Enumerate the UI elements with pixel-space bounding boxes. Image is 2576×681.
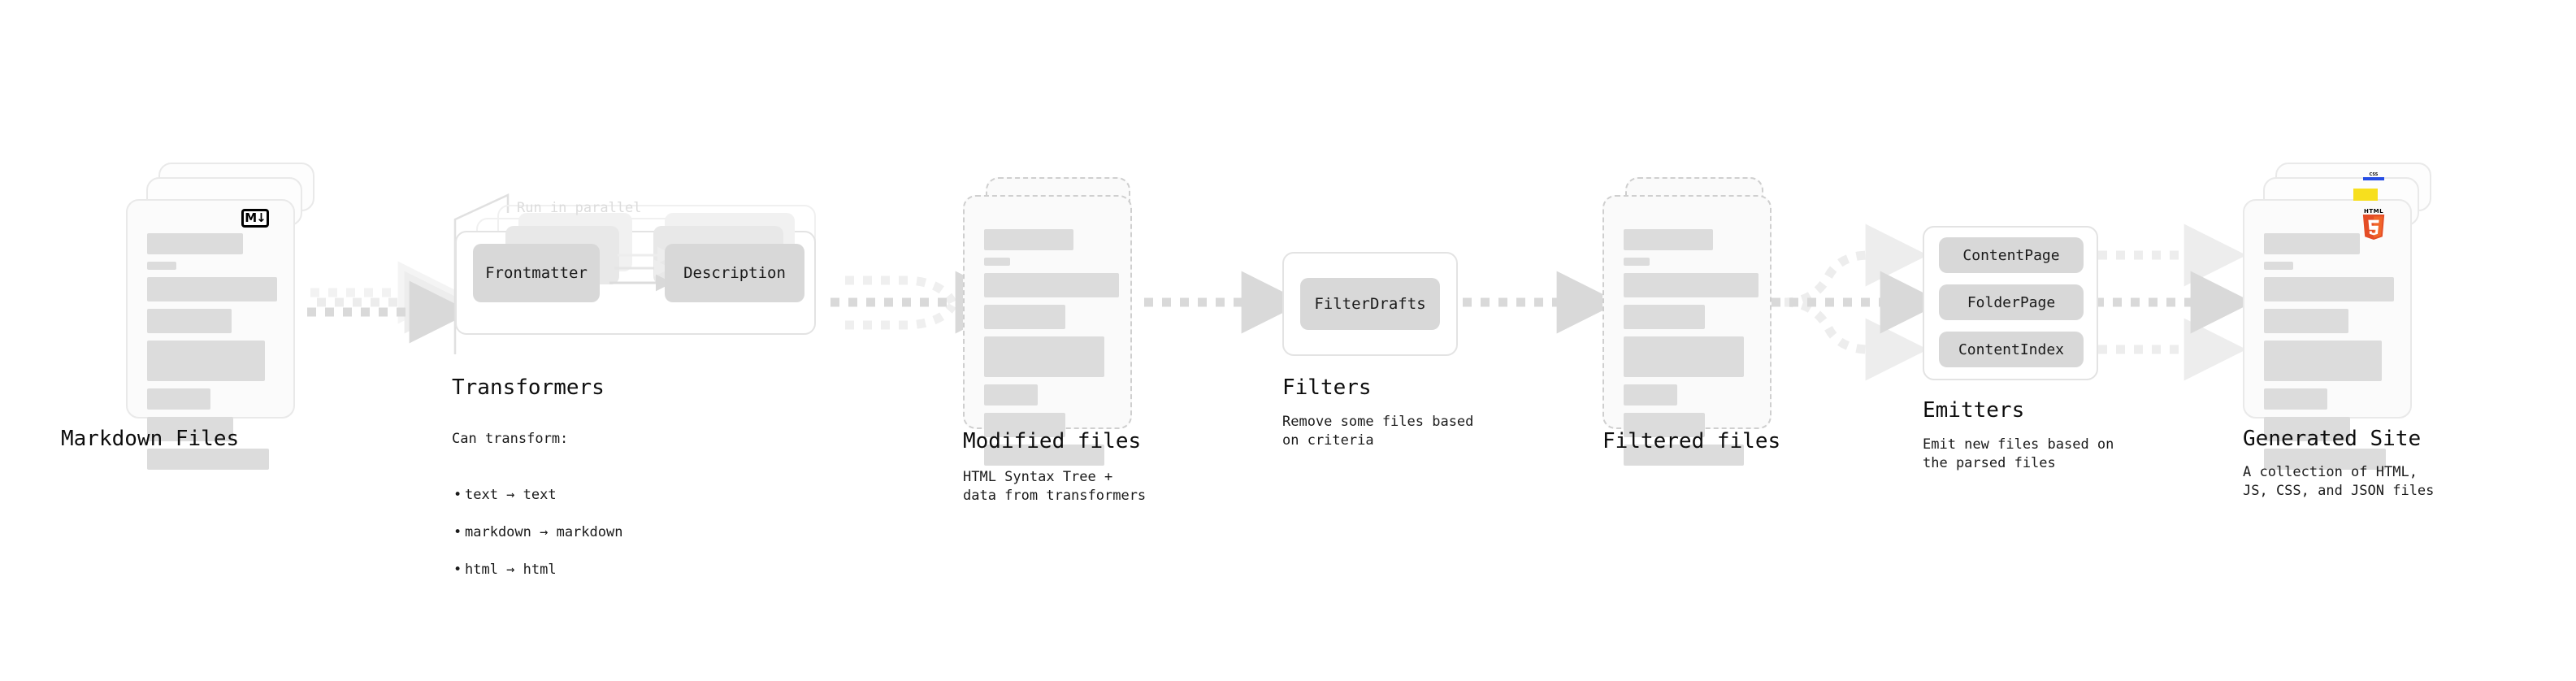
- doc-bar: [2264, 340, 2382, 381]
- emitters-chip-folderpage[interactable]: FolderPage: [1939, 284, 2084, 320]
- markdown-files-title: Markdown Files: [61, 427, 240, 451]
- transformers-subtitle: Can transform: text → text markdown → ma…: [452, 411, 622, 617]
- doc-bar: [984, 384, 1038, 406]
- doc-bar: [2264, 309, 2348, 333]
- html5-icon-shield: [2362, 215, 2385, 241]
- doc-bar: [984, 413, 1065, 437]
- modified-files-title: Modified files: [963, 429, 1142, 453]
- emitters-subtitle: Emit new files based on the parsed files: [1923, 436, 2114, 471]
- emitters-chip-contentpage[interactable]: ContentPage: [1939, 237, 2084, 273]
- filters-chip-filterdrafts[interactable]: FilterDrafts: [1300, 278, 1440, 330]
- connector-filtered-to-emitters: [1772, 223, 1943, 381]
- modified-card-front: [963, 195, 1132, 466]
- doc-bar: [147, 388, 210, 410]
- transformer-chip-frontmatter[interactable]: Frontmatter: [473, 244, 600, 302]
- doc-bar: [147, 277, 277, 301]
- doc-bar: [1624, 445, 1744, 466]
- transformers-transform-list: text → text markdown → markdown html → h…: [452, 467, 623, 598]
- transformer-chip-description[interactable]: Description: [665, 244, 804, 302]
- transformers-subtitle-lead: Can transform:: [452, 431, 569, 447]
- emitters-title: Emitters: [1923, 398, 2025, 423]
- transformers-title: Transformers: [452, 375, 605, 400]
- doc-bar: [984, 229, 1073, 250]
- markdown-card-lines: [147, 233, 277, 477]
- filtered-card-lines: [1624, 229, 1759, 473]
- doc-bar: [984, 305, 1065, 329]
- connector-markdown-to-transformers: [307, 261, 472, 344]
- doc-bar: [147, 449, 269, 470]
- doc-bar: [1624, 229, 1713, 250]
- markdown-icon: M↓: [241, 209, 269, 228]
- doc-bar: [147, 309, 232, 333]
- generated-site-title: Generated Site: [2243, 427, 2422, 451]
- emitters-chip-contentindex[interactable]: ContentIndex: [1939, 332, 2084, 367]
- css-icon: CSS: [2363, 172, 2384, 180]
- js-icon: [2353, 189, 2378, 201]
- markdown-card-front: [126, 199, 295, 470]
- run-in-parallel-annotation: Run in parallel: [517, 200, 642, 216]
- filters-title: Filters: [1282, 375, 1372, 400]
- connector-transformers-to-modified: [830, 271, 1018, 334]
- doc-bar: [984, 258, 1010, 266]
- doc-bar: [1624, 273, 1759, 297]
- generated-card-front: [2243, 199, 2412, 470]
- html5-icon-word: HTML: [2363, 208, 2384, 215]
- doc-bar: [1624, 258, 1650, 266]
- html5-icon: HTML: [2360, 208, 2387, 241]
- doc-bar: [2264, 233, 2360, 254]
- css-icon-bar: [2363, 177, 2384, 180]
- transform-item-markdown: markdown → markdown: [453, 523, 623, 542]
- filtered-files-title: Filtered files: [1602, 429, 1781, 453]
- doc-bar: [2264, 417, 2350, 441]
- doc-bar: [2264, 277, 2394, 301]
- doc-bar: [147, 340, 265, 381]
- transform-item-html: html → html: [453, 561, 622, 579]
- modified-card-lines: [984, 229, 1119, 473]
- doc-bar: [984, 273, 1119, 297]
- modified-files-subtitle: HTML Syntax Tree + data from transformer…: [963, 469, 1147, 504]
- markdown-icon-letter: M: [245, 210, 257, 225]
- doc-bar: [1624, 305, 1705, 329]
- doc-bar: [1624, 336, 1744, 377]
- css-icon-label: CSS: [2369, 172, 2379, 177]
- doc-bar: [2264, 262, 2293, 270]
- doc-bar: [147, 233, 243, 254]
- filters-subtitle: Remove some files based on criteria: [1282, 414, 1474, 449]
- doc-bar: [2264, 388, 2327, 410]
- doc-bar: [2264, 449, 2386, 470]
- doc-bar: [1624, 384, 1677, 406]
- transformer-inner-arrows: [609, 246, 674, 292]
- doc-bar: [984, 336, 1104, 377]
- generated-site-subtitle: A collection of HTML, JS, CSS, and JSON …: [2243, 464, 2435, 499]
- generated-card-lines: [2264, 233, 2394, 477]
- transform-item-text: text → text: [453, 486, 622, 505]
- doc-bar: [1624, 413, 1705, 437]
- doc-bar: [984, 445, 1104, 466]
- filtered-card-front: [1602, 195, 1772, 466]
- markdown-icon-arrow: ↓: [256, 210, 267, 225]
- doc-bar: [147, 417, 233, 441]
- doc-bar: [147, 262, 176, 270]
